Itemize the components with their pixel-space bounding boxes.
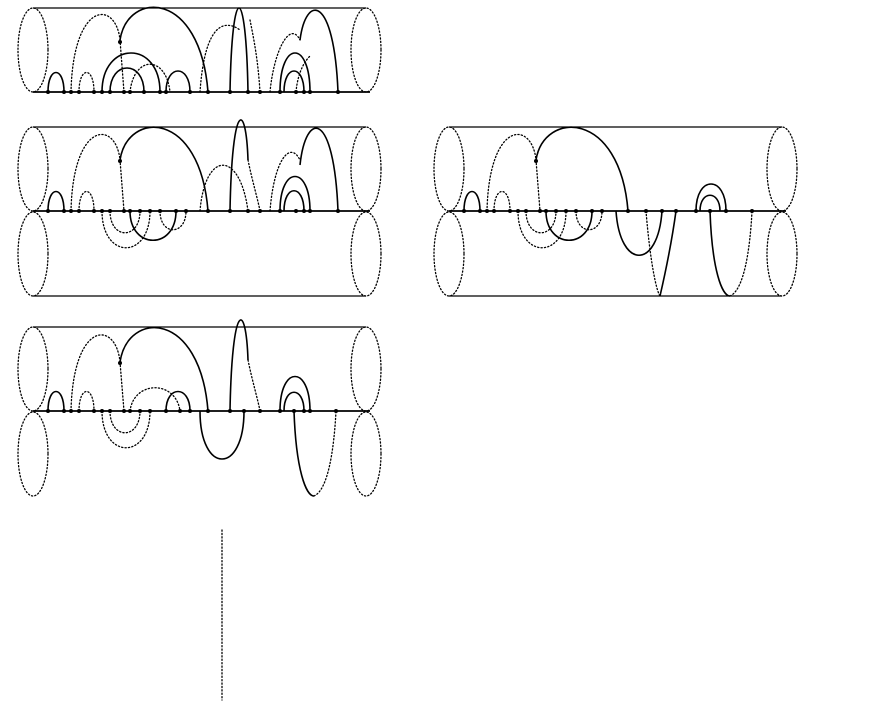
cylinder-frame — [17, 7, 382, 93]
arcs — [47, 319, 337, 497]
nodes — [46, 361, 338, 413]
cylinder-frame — [433, 126, 798, 297]
panel-middle-left — [17, 119, 382, 297]
panel-top-left — [17, 6, 382, 94]
cylinder-frame — [17, 126, 382, 297]
panel-bottom-left — [17, 319, 382, 497]
arcs — [463, 126, 753, 297]
nodes — [462, 159, 754, 213]
arcs — [47, 119, 339, 249]
arcs — [47, 6, 339, 93]
nodes — [46, 159, 340, 213]
cylinder-frame — [17, 326, 382, 497]
panel-middle-right — [433, 126, 798, 297]
nodes — [46, 40, 340, 94]
